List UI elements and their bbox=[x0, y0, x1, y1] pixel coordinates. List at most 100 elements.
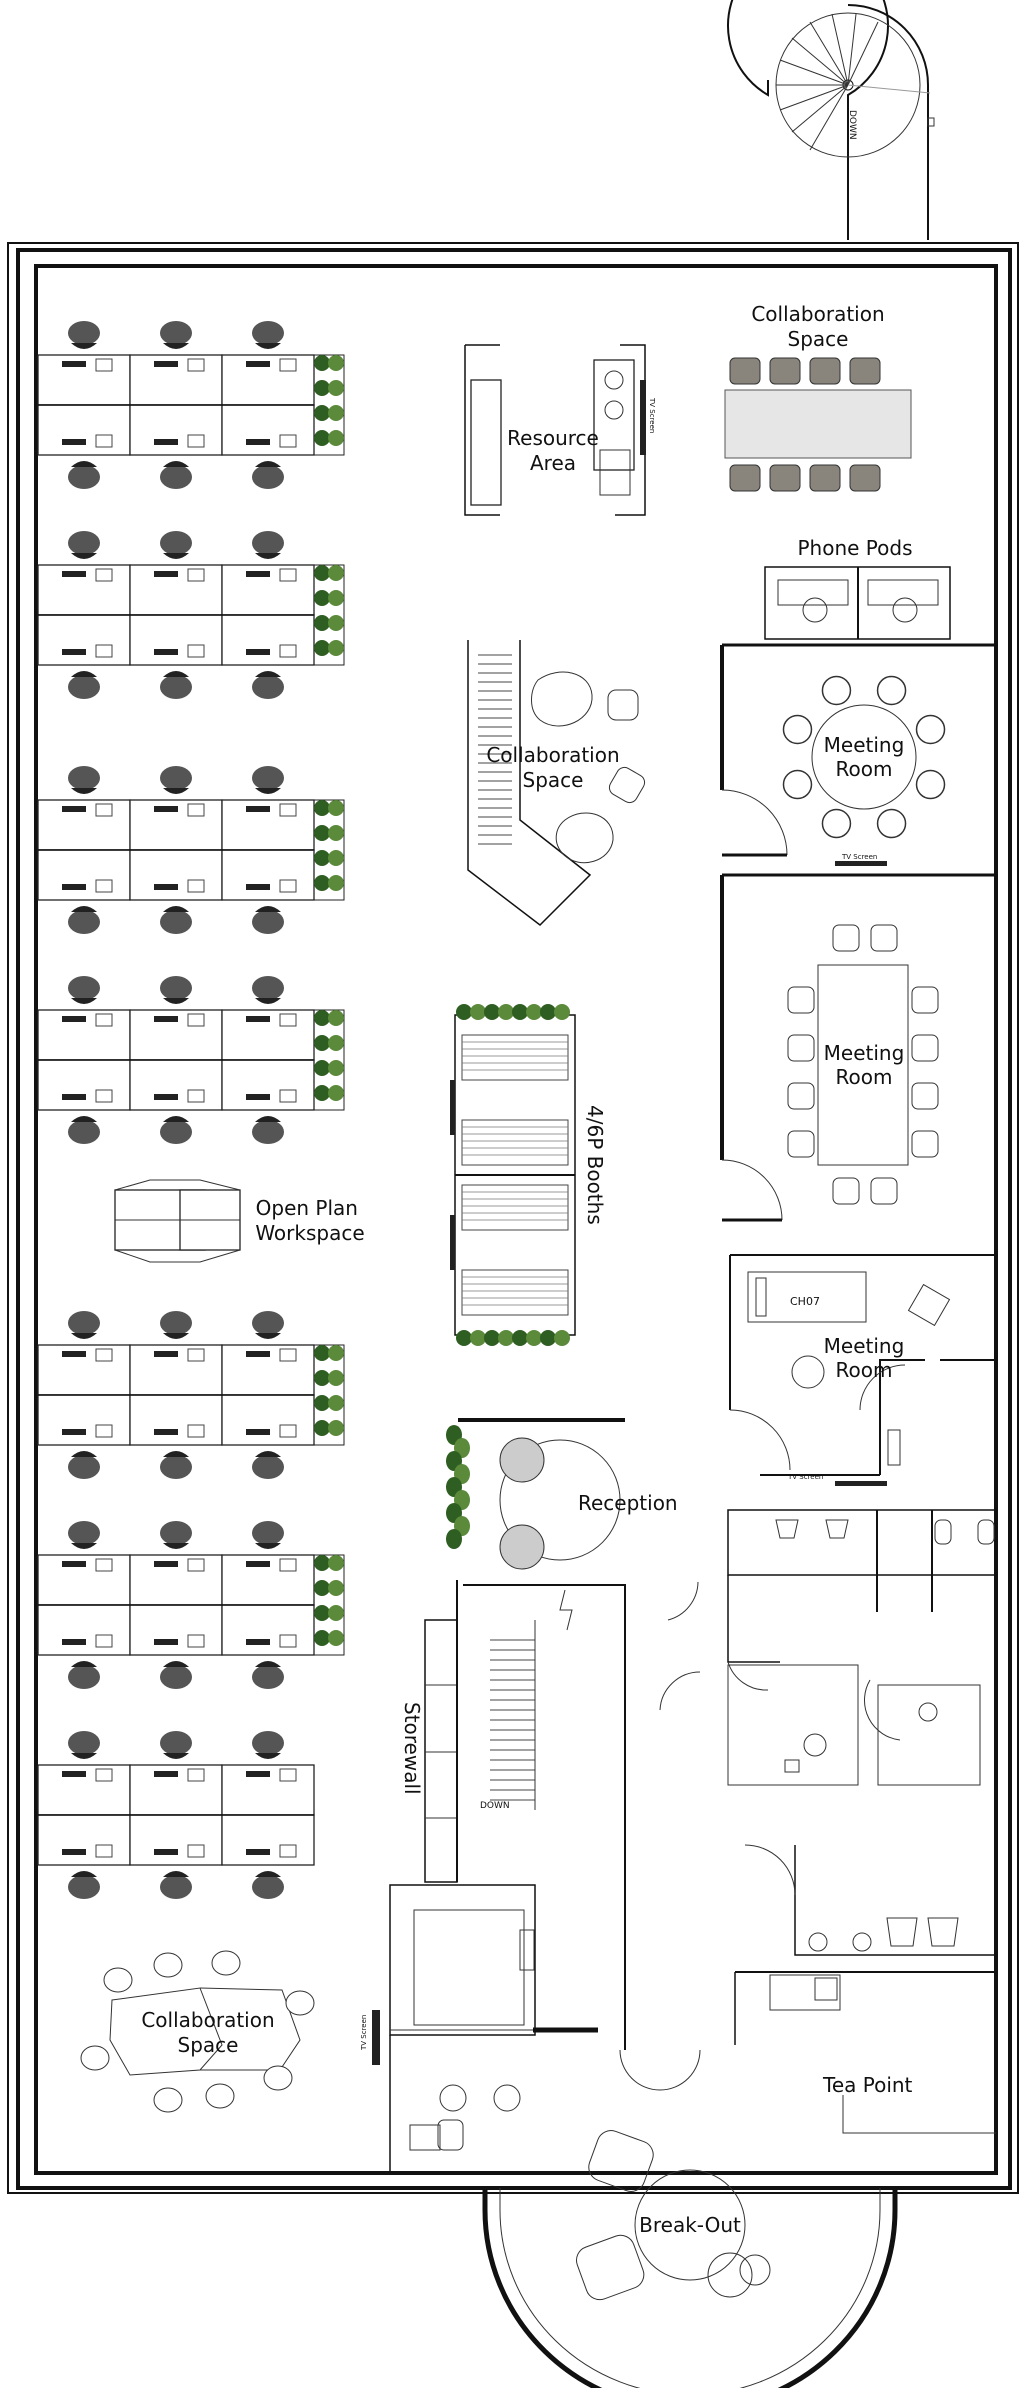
chair bbox=[769, 464, 801, 492]
chair bbox=[809, 357, 841, 385]
plant bbox=[328, 1420, 344, 1436]
plant bbox=[456, 1330, 472, 1346]
chair bbox=[160, 1731, 192, 1755]
monitor bbox=[154, 1561, 178, 1567]
chair bbox=[252, 675, 284, 699]
chair bbox=[252, 1455, 284, 1479]
desk bbox=[221, 614, 315, 666]
paper bbox=[187, 644, 205, 658]
chair-arm bbox=[163, 1661, 189, 1667]
chair bbox=[68, 1875, 100, 1899]
chair-arm bbox=[71, 553, 97, 559]
paper bbox=[95, 568, 113, 582]
plant bbox=[328, 1370, 344, 1386]
desk bbox=[129, 1814, 223, 1866]
booth-seat bbox=[461, 1184, 569, 1231]
plant bbox=[456, 1004, 472, 1020]
chair bbox=[211, 1950, 241, 1976]
plant bbox=[554, 1004, 570, 1020]
chair bbox=[160, 1120, 192, 1144]
storewall-label: Storewall bbox=[400, 1702, 424, 1795]
plant bbox=[314, 1605, 330, 1621]
chair bbox=[809, 464, 841, 492]
paper bbox=[279, 1348, 297, 1362]
spiral-staircase: DOWN bbox=[727, 0, 935, 240]
planter bbox=[313, 1554, 345, 1656]
paper bbox=[95, 803, 113, 817]
paper bbox=[187, 1089, 205, 1103]
paper bbox=[279, 803, 297, 817]
monitor bbox=[246, 439, 270, 445]
monitor bbox=[246, 1639, 270, 1645]
chair-arm bbox=[163, 906, 189, 912]
paper bbox=[95, 1558, 113, 1572]
plant bbox=[314, 1370, 330, 1386]
chair bbox=[252, 976, 284, 1000]
desk bbox=[37, 1394, 131, 1446]
desk-cluster bbox=[37, 1521, 345, 1689]
chair-arm bbox=[71, 671, 97, 677]
paper bbox=[279, 1558, 297, 1572]
chair-arm bbox=[163, 1116, 189, 1122]
plant bbox=[328, 1085, 344, 1101]
monitor bbox=[62, 1849, 86, 1855]
chair bbox=[160, 976, 192, 1000]
paper bbox=[95, 1844, 113, 1858]
monitor bbox=[246, 1849, 270, 1855]
plant bbox=[314, 800, 330, 816]
monitor bbox=[246, 884, 270, 890]
paper bbox=[187, 879, 205, 893]
plant bbox=[314, 825, 330, 841]
chair bbox=[153, 1952, 183, 1978]
monitor bbox=[154, 1016, 178, 1022]
plant bbox=[328, 825, 344, 841]
chair bbox=[160, 531, 192, 555]
chair-arm bbox=[163, 343, 189, 349]
chair-arm bbox=[163, 1871, 189, 1877]
monitor bbox=[246, 649, 270, 655]
chair-arm bbox=[163, 1753, 189, 1759]
plant bbox=[314, 1420, 330, 1436]
booths bbox=[450, 1004, 576, 1346]
plant bbox=[314, 590, 330, 606]
paper bbox=[279, 644, 297, 658]
chair bbox=[821, 808, 852, 839]
chair-arm bbox=[255, 671, 281, 677]
paper bbox=[187, 434, 205, 448]
collaboration-top bbox=[724, 357, 912, 492]
stair-down-label: DOWN bbox=[480, 1801, 510, 1811]
chair bbox=[153, 2087, 183, 2113]
monitor bbox=[154, 649, 178, 655]
planter-box bbox=[313, 1009, 345, 1111]
plant bbox=[314, 405, 330, 421]
chair bbox=[787, 1130, 815, 1158]
plant bbox=[470, 1004, 486, 1020]
chair bbox=[911, 986, 939, 1014]
chair-arm bbox=[255, 1661, 281, 1667]
outer-walls bbox=[7, 242, 1019, 2194]
monitor bbox=[246, 1771, 270, 1777]
chair-arm bbox=[71, 906, 97, 912]
plant bbox=[314, 1345, 330, 1361]
chair bbox=[252, 1665, 284, 1689]
chair bbox=[68, 465, 100, 489]
paper bbox=[187, 1634, 205, 1648]
plant bbox=[328, 565, 344, 581]
chair bbox=[160, 1455, 192, 1479]
monitor bbox=[154, 361, 178, 367]
chair bbox=[782, 714, 813, 745]
plant bbox=[328, 615, 344, 631]
chair bbox=[68, 531, 100, 555]
monitor bbox=[62, 806, 86, 812]
plant bbox=[328, 1555, 344, 1571]
monitor bbox=[246, 361, 270, 367]
desk-cluster bbox=[37, 531, 345, 699]
open-plan-label: Open Plan Workspace bbox=[255, 1196, 364, 1245]
monitor bbox=[62, 884, 86, 890]
reception bbox=[446, 1418, 625, 1570]
chair-arm bbox=[255, 1116, 281, 1122]
paper bbox=[279, 1013, 297, 1027]
collaboration-mid bbox=[467, 640, 646, 926]
meeting-room-1 bbox=[782, 675, 946, 839]
